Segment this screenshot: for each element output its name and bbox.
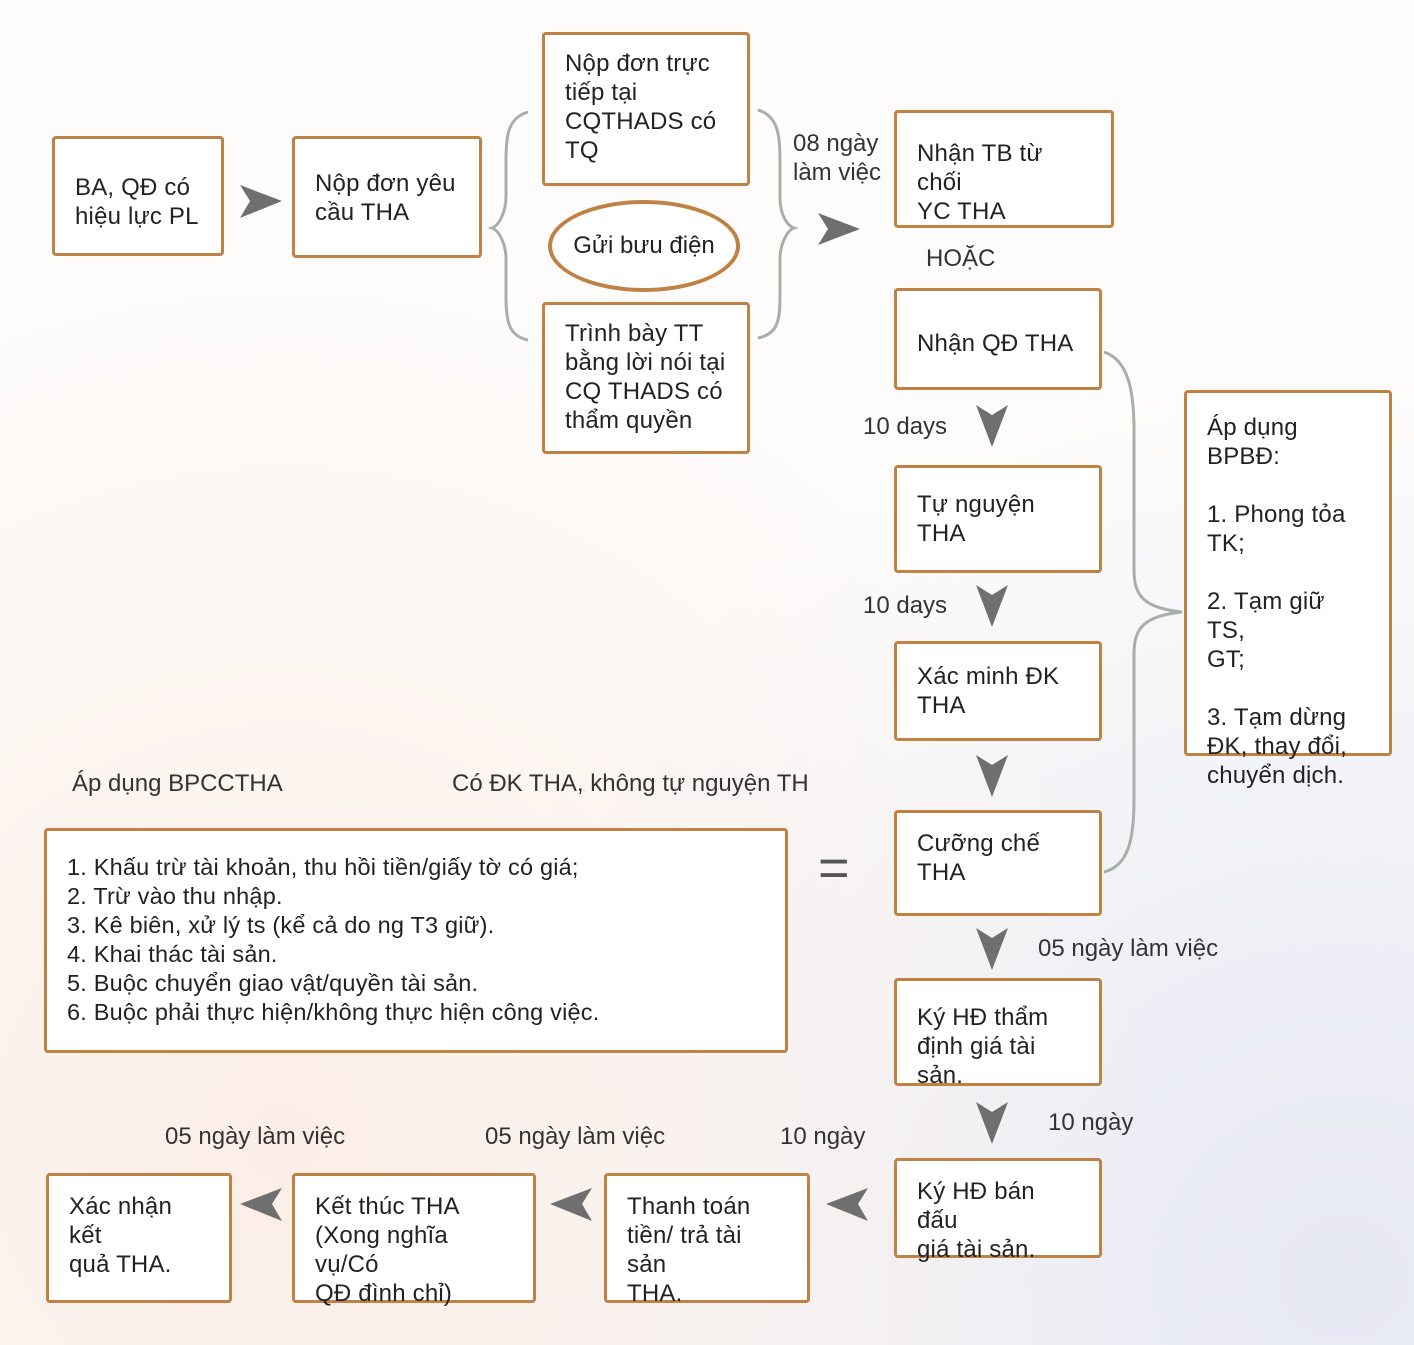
- box-ky-hd-ban: Ký HĐ bán đấu giá tài sản.: [894, 1158, 1102, 1263]
- box-trinh-bay: Trình bày TT bằng lời nói tại CQ THADS c…: [542, 302, 750, 454]
- label-10-days-b: 10 days: [863, 592, 948, 619]
- box-nop-truc-tiep: Nộp đơn trực tiếp tại CQTHADS có TQ: [542, 32, 750, 186]
- box-ket-thuc: Kết thúc THA (Xong nghĩa vụ/Có QĐ đình c…: [292, 1173, 536, 1307]
- box-tu-nguyen: Tự nguyện THA: [894, 465, 1102, 573]
- label-08-ngay: 08 ngày làm việc: [793, 130, 882, 186]
- box-xac-nhan: Xác nhận kết quả THA.: [46, 1173, 232, 1303]
- label-hoac: HOẶC: [926, 245, 996, 272]
- arrow-right-2: [818, 213, 860, 245]
- box-nop-don: Nộp đơn yêu cầu THA: [292, 136, 482, 258]
- box-bpbd: Áp dụng BPBĐ: 1. Phong tỏa TK; 2. Tạm gi…: [1184, 390, 1392, 789]
- label-co-dk: Có ĐK THA, không tự nguyện TH: [452, 770, 809, 797]
- box-bpcc-list: 1. Khấu trừ tài khoản, thu hồi tiền/giấy…: [44, 828, 788, 1053]
- arrow-left-2: [550, 1188, 592, 1221]
- label-equals: =: [818, 838, 850, 898]
- box-nhan-tb: Nhận TB từ chối YC THA: [894, 110, 1114, 228]
- arrow-down-2: [976, 585, 1008, 627]
- arrow-down-5: [976, 1102, 1008, 1144]
- arrow-down-1: [976, 405, 1008, 447]
- label-bpcctha: Áp dụng BPCCTHA: [72, 770, 283, 797]
- box-ba-qd: BA, QĐ có hiệu lực PL: [52, 136, 224, 256]
- arrow-down-4: [976, 928, 1008, 970]
- bpbd-brace: [1103, 350, 1183, 874]
- box-ky-hd-tham-dinh: Ký HĐ thẩm định giá tài sản.: [894, 978, 1102, 1089]
- left-brace: [487, 110, 529, 342]
- arrow-left-1: [826, 1188, 868, 1221]
- gui-buu-dien-text: Gửi bưu điện: [573, 232, 715, 259]
- arrow-left-3: [240, 1188, 282, 1221]
- label-05-ngay-lv: 05 ngày làm việc: [1038, 935, 1219, 962]
- right-brace: [757, 108, 799, 340]
- label-05-ngay-a: 05 ngày làm việc: [485, 1123, 666, 1150]
- arrow-down-3: [976, 755, 1008, 797]
- box-xac-minh: Xác minh ĐK THA: [894, 641, 1102, 741]
- arrow-right-1: [240, 185, 282, 218]
- box-thanh-toan: Thanh toán tiền/ trả tài sản THA.: [604, 1173, 810, 1307]
- label-05-ngay-b: 05 ngày làm việc: [165, 1123, 346, 1150]
- label-10-ngay-bottom: 10 ngày: [780, 1123, 866, 1150]
- box-cuong-che: Cưỡng chế THA: [894, 810, 1102, 916]
- label-10-ngay-right: 10 ngày: [1048, 1109, 1134, 1136]
- label-10-days-a: 10 days: [863, 413, 948, 440]
- box-nhan-qd: Nhận QĐ THA: [894, 288, 1102, 390]
- ellipse-gui-buu-dien: Gửi bưu điện: [548, 200, 740, 292]
